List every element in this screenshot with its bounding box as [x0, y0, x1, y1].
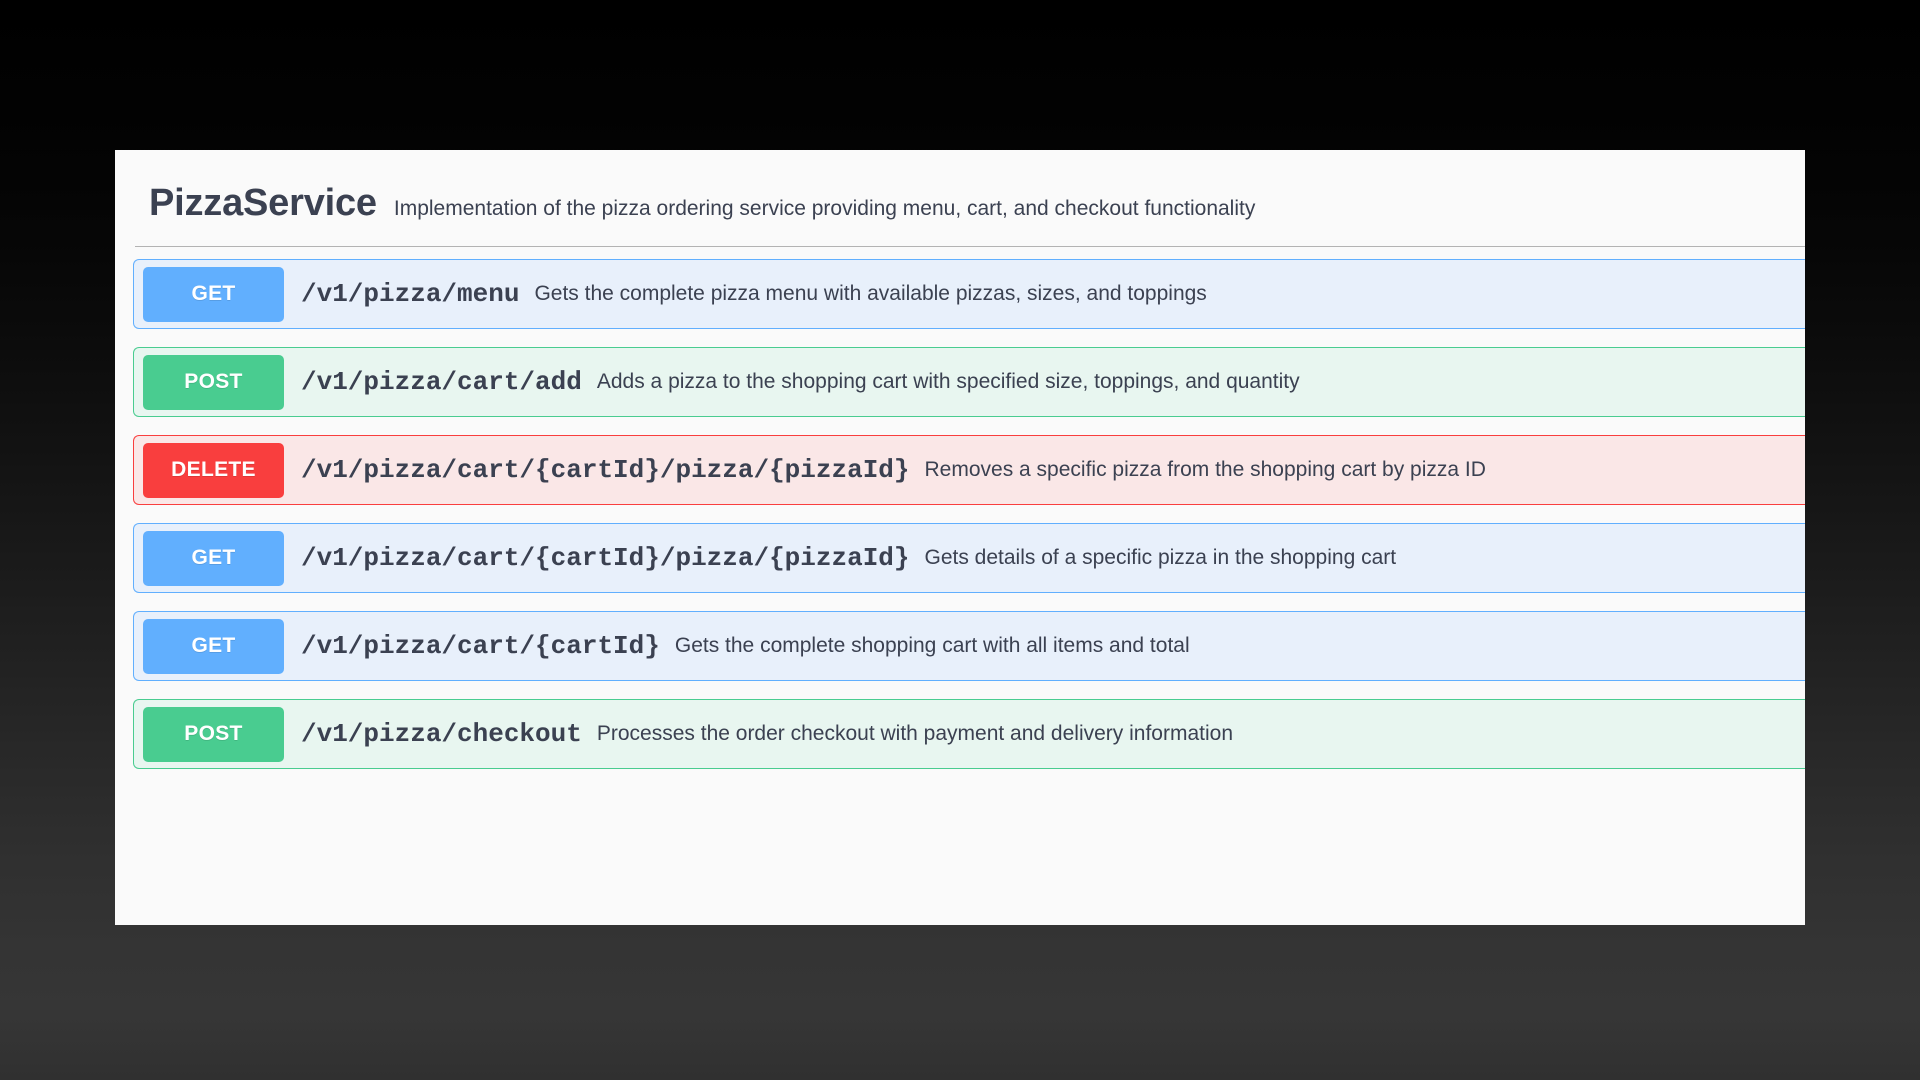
operation-summary: Gets the complete shopping cart with all…: [674, 634, 1190, 657]
operation-summary: Removes a specific pizza from the shoppi…: [924, 458, 1486, 481]
page-title: PizzaService: [149, 182, 377, 224]
method-badge: GET: [143, 530, 284, 586]
operation-summary: Adds a pizza to the shopping cart with s…: [596, 370, 1300, 393]
operation-path: /v1/pizza/cart/{cartId}: [301, 631, 660, 661]
operation-summary: Gets details of a specific pizza in the …: [924, 546, 1397, 569]
operation-row[interactable]: GET /v1/pizza/menu Gets the complete piz…: [133, 259, 1805, 329]
operation-summary: Processes the order checkout with paymen…: [596, 722, 1234, 745]
method-badge: POST: [143, 706, 284, 762]
method-badge: GET: [143, 618, 284, 674]
operation-row[interactable]: GET /v1/pizza/cart/{cartId} Gets the com…: [133, 611, 1805, 681]
operation-row[interactable]: POST /v1/pizza/cart/add Adds a pizza to …: [133, 347, 1805, 417]
header-divider: [135, 246, 1805, 247]
method-badge: POST: [143, 354, 284, 410]
operations-list-footer: [133, 787, 1805, 827]
operation-path: /v1/pizza/cart/{cartId}/pizza/{pizzaId}: [301, 543, 910, 573]
operation-summary: Gets the complete pizza menu with availa…: [534, 282, 1207, 305]
operation-path: /v1/pizza/cart/add: [301, 367, 582, 397]
operation-path: /v1/pizza/menu: [301, 279, 520, 309]
operation-path: /v1/pizza/checkout: [301, 719, 582, 749]
api-docs-window: PizzaService Implementation of the pizza…: [115, 150, 1805, 925]
operation-row[interactable]: DELETE /v1/pizza/cart/{cartId}/pizza/{pi…: [133, 435, 1805, 505]
api-header: PizzaService Implementation of the pizza…: [115, 150, 1805, 246]
operation-row[interactable]: GET /v1/pizza/cart/{cartId}/pizza/{pizza…: [133, 523, 1805, 593]
operation-row[interactable]: POST /v1/pizza/checkout Processes the or…: [133, 699, 1805, 769]
operation-path: /v1/pizza/cart/{cartId}/pizza/{pizzaId}: [301, 455, 910, 485]
method-badge: DELETE: [143, 442, 284, 498]
method-badge: GET: [143, 266, 284, 322]
operations-list: GET /v1/pizza/menu Gets the complete piz…: [115, 247, 1805, 827]
api-description: Implementation of the pizza ordering ser…: [393, 197, 1256, 220]
